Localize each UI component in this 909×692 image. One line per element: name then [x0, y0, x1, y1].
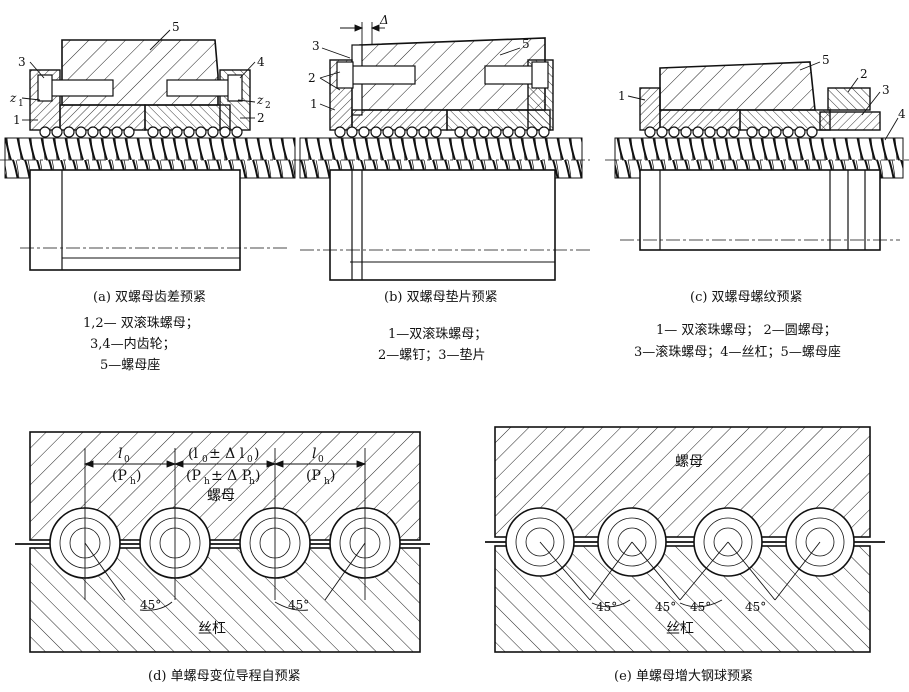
panel-a-drawing: 3 5 4 1 2 z 1 z 2 [0, 20, 300, 271]
callout-5: 5 [822, 53, 830, 67]
dim-left-bottom-end: ) [136, 468, 141, 484]
caption-b: (b) 双螺母垫片预紧 [384, 289, 498, 305]
dim-left-bottom-sub: h [130, 477, 136, 487]
callout-3: 3 [312, 39, 320, 53]
ball-nut-right [144, 104, 231, 131]
callout-3: 3 [882, 83, 890, 97]
callout-2: 2 [308, 71, 316, 85]
nut-seat [659, 61, 816, 111]
callout-2: 2 [257, 111, 265, 125]
dim-mid-bottom-sub2: h [249, 477, 255, 487]
callout-z2-sub: 2 [265, 101, 271, 111]
angle-label-1: 45° [140, 598, 161, 612]
bolt-left [47, 79, 114, 97]
balls-row [334, 126, 550, 138]
dim-right-top-sub: 0 [318, 455, 324, 465]
callout-1: 1 [13, 113, 21, 127]
dim-right-bottom: (P [306, 468, 321, 484]
legend-a-line2: 3,4—内齿轮； [90, 336, 176, 352]
callout-4: 4 [257, 55, 265, 69]
legend-b-line1: 1—双滚珠螺母； [388, 326, 487, 342]
dim-mid-top-end: ) [254, 446, 259, 462]
legend-a-line1: 1,2— 双滚珠螺母； [83, 315, 199, 331]
callout-delta: Δ [379, 13, 389, 27]
nut-body-lower [29, 169, 241, 271]
ball-nut-left [639, 87, 661, 131]
caption-a: (a) 双螺母齿差预紧 [93, 290, 206, 305]
callout-5: 5 [172, 20, 180, 34]
caption-e: (e) 单螺母增大钢球预紧 [614, 669, 753, 684]
dim-mid-top-mid: ± Δ l [209, 446, 245, 462]
callout-2: 2 [860, 67, 868, 81]
dim-left-top: l [118, 446, 122, 462]
screw-label: 丝杠 [198, 621, 226, 637]
dim-right-bottom-end: ) [330, 468, 335, 484]
screw-label: 丝杠 [666, 621, 694, 637]
screw-left [344, 65, 416, 85]
nut-label: 螺母 [675, 454, 703, 470]
dim-mid-top-sub2: 0 [247, 455, 253, 465]
round-nut [827, 87, 871, 111]
dim-mid-bottom-sub: h [204, 477, 210, 487]
callout-4: 4 [898, 107, 906, 121]
callout-3: 3 [18, 55, 26, 69]
legend-c-line2: 3—滚珠螺母；4—丝杠；5—螺母座 [634, 344, 841, 360]
dim-mid-bottom-end: ) [255, 468, 260, 484]
dim-mid-bottom: (P [186, 468, 201, 484]
caption-d: (d) 单螺母变位导程自预紧 [148, 668, 301, 684]
angle-label-4: 45° [745, 600, 766, 614]
legend-c-line1: 1— 双滚珠螺母； 2—圆螺母； [656, 322, 837, 338]
panel-b-drawing: Δ 3 2 1 5 [295, 13, 590, 281]
callout-1: 1 [310, 97, 318, 111]
callout-z1: z [9, 91, 17, 105]
dim-mid-top-sub: 0 [202, 455, 208, 465]
panel-e-drawing: 螺母 丝杠 45° 45° 45° 45° [485, 426, 885, 653]
nut-body-lower [329, 169, 556, 281]
legend-a-line3: 5—螺母座 [100, 358, 160, 373]
legend-b-line2: 2—螺钉；3—垫片 [378, 347, 486, 363]
dim-left-top-sub: 0 [124, 455, 130, 465]
balls-row [644, 126, 818, 138]
nut-body-lower [639, 169, 881, 251]
caption-c: (c) 双螺母螺纹预紧 [690, 290, 803, 305]
callout-z1-sub: 1 [18, 99, 24, 109]
angle-label-2: 45° [655, 600, 676, 614]
dim-right-top: l [312, 446, 316, 462]
angle-label-2: 45° [288, 598, 309, 612]
angle-label-3: 45° [690, 600, 711, 614]
callout-5: 5 [522, 37, 530, 51]
callout-z2: z [256, 93, 264, 107]
nut-label: 螺母 [207, 488, 235, 504]
balls-row [39, 126, 243, 138]
panel-d-drawing: l 0 (P h ) (l 0 ± Δ l 0 ) (P h ± Δ P h )… [15, 431, 430, 653]
dim-mid-top: (l [188, 446, 198, 462]
dim-left-bottom: (P [112, 468, 127, 484]
callout-1: 1 [618, 89, 626, 103]
dim-mid-bottom-mid: ± Δ P [211, 468, 251, 484]
angle-label-1: 45° [596, 600, 617, 614]
dim-right-bottom-sub: h [324, 477, 330, 487]
panel-c-drawing: 1 5 2 3 4 [605, 53, 909, 251]
bolt-right [166, 79, 233, 97]
